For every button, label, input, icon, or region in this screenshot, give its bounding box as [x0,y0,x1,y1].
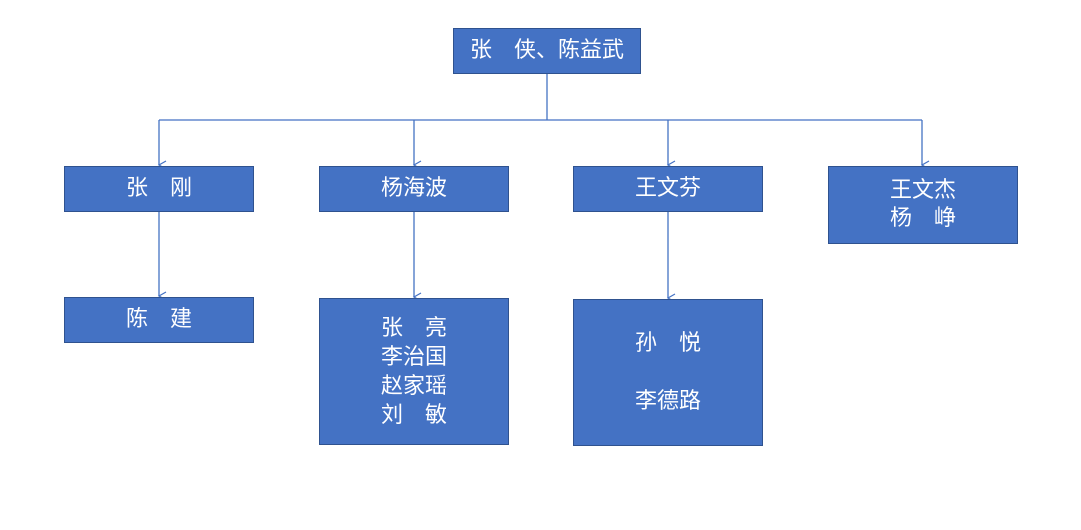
node-child-2-line-3: 赵家瑶 [380,373,447,399]
node-child-3: 孙 悦 李德路 [573,299,763,446]
node-branch-1: 张 刚 [64,166,254,212]
node-child-2-line-2: 李治国 [380,344,447,370]
node-branch-1-line-1: 张 刚 [125,176,192,201]
node-root-label: 张 侠、陈益武 [469,38,624,63]
node-branch-4-line-2: 杨 峥 [889,206,956,231]
node-child-2-line-4: 刘 敏 [380,402,447,428]
node-root: 张 侠、陈益武 [453,28,641,74]
node-branch-3-line-1: 王文芬 [634,176,701,201]
node-branch-4-line-1: 王文杰 [889,178,956,203]
node-branch-3: 王文芬 [573,166,763,212]
node-branch-4: 王文杰 杨 峥 [828,166,1018,244]
node-child-3-line-2: 李德路 [634,388,701,414]
node-branch-2: 杨海波 [319,166,509,212]
node-child-2: 张 亮 李治国 赵家瑶 刘 敏 [319,298,509,445]
node-child-3-line-1: 孙 悦 [634,330,701,356]
node-child-1: 陈 建 [64,297,254,343]
node-child-1-line-1: 陈 建 [125,307,192,332]
node-branch-2-line-1: 杨海波 [380,176,447,201]
node-child-2-line-1: 张 亮 [380,315,447,341]
